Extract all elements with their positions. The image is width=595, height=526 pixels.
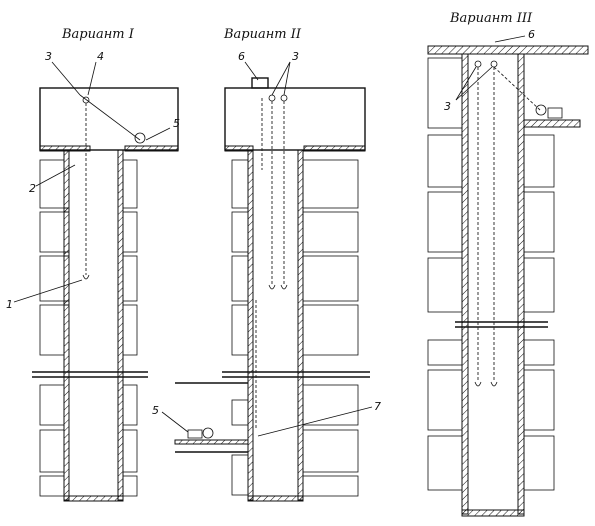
variant-1-label-3: 3 xyxy=(45,50,52,63)
variant-1: Вариант I xyxy=(6,27,180,502)
variant-1-pit xyxy=(63,495,124,502)
variant-2-masonry-right xyxy=(302,159,359,497)
variant-3: Вариант III xyxy=(427,11,589,517)
variant-2-label-7: 7 xyxy=(374,400,381,413)
variant-1-shaft-wall-left xyxy=(63,149,70,501)
variant-2-title: Вариант II xyxy=(223,27,302,42)
variant-1-machine-room xyxy=(39,87,179,151)
variant-2-pulley-a-icon xyxy=(268,94,276,102)
variant-2-masonry-left xyxy=(231,159,249,496)
variant-3-roof-slab xyxy=(427,45,589,55)
variant-2: Вариант II xyxy=(152,27,381,502)
variant-2-label-5: 5 xyxy=(152,404,159,417)
variant-2-label-3: 3 xyxy=(292,50,299,63)
variant-2-machine-room xyxy=(224,87,366,151)
variant-1-label-5: 5 xyxy=(173,117,180,130)
variant-2-lower-slab xyxy=(174,439,249,445)
variant-2-pulley-b-icon xyxy=(280,94,288,102)
variant-3-shaft-wall-right xyxy=(517,53,525,515)
variant-3-label-3: 3 xyxy=(444,100,451,113)
variant-2-shaft-wall-left xyxy=(247,149,254,501)
variant-3-machine-slab xyxy=(523,119,581,128)
variant-3-shaft-wall-left xyxy=(461,53,469,515)
variant-3-title: Вариант III xyxy=(449,11,533,26)
variant-1-label-4: 4 xyxy=(97,50,104,63)
variant-2-winch-icon xyxy=(202,427,214,439)
variant-2-label-6: 6 xyxy=(238,50,245,63)
variant-3-pulley-b-icon xyxy=(490,60,498,68)
variant-3-pulley-a-icon xyxy=(474,60,482,68)
variant-1-title: Вариант I xyxy=(61,27,135,42)
variant-3-pit xyxy=(461,509,525,517)
variant-2-shaft-wall-right xyxy=(297,149,304,501)
variant-3-winch-icon xyxy=(535,104,547,116)
variant-2-pit xyxy=(247,495,304,502)
variant-3-masonry-right xyxy=(523,134,555,491)
variant-1-winch-icon xyxy=(134,132,146,144)
variant-3-hook-icon xyxy=(474,381,482,387)
variant-1-label-1: 1 xyxy=(6,298,13,311)
variant-1-shaft-wall-right xyxy=(117,149,124,501)
variant-3-masonry-left xyxy=(427,57,463,491)
variant-1-masonry-right xyxy=(122,159,138,497)
variant-1-label-2: 2 xyxy=(29,182,36,195)
variant-3-label-6: 6 xyxy=(528,28,535,41)
variant-1-hook-icon xyxy=(82,274,90,280)
variant-1-masonry-left xyxy=(39,159,65,497)
variant-2-hook-icon xyxy=(268,284,276,290)
